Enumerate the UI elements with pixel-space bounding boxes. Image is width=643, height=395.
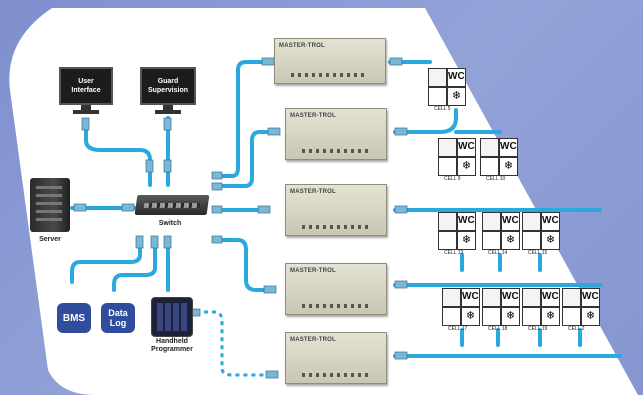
plug — [267, 127, 281, 136]
controller-title: MASTER-TROL — [279, 43, 325, 49]
wc-label: WC — [542, 215, 559, 226]
master-trol-controller: MASTER-TROL — [285, 108, 387, 160]
wc-label: WC — [458, 215, 475, 226]
plug — [265, 370, 279, 379]
wc-label: WC — [458, 141, 475, 152]
plug — [163, 117, 172, 131]
plug — [163, 235, 172, 249]
plug — [73, 203, 87, 212]
controller-title: MASTER-TROL — [290, 268, 336, 274]
cell-label: CELL 2 — [568, 326, 585, 332]
plug — [135, 235, 144, 249]
controller-terminal-strip — [302, 373, 372, 377]
plug — [211, 182, 223, 191]
bms-badge: BMS — [57, 303, 91, 333]
plug — [145, 159, 154, 173]
master-trol-controller: MASTER-TROL — [285, 332, 387, 384]
plug — [211, 235, 223, 244]
plug — [261, 57, 275, 66]
controller-title: MASTER-TROL — [290, 337, 336, 343]
master-trol-controller: MASTER-TROL — [274, 38, 386, 84]
cell-label: CELL 19 — [528, 326, 548, 332]
switch-label: Switch — [158, 220, 182, 227]
plug — [263, 285, 277, 294]
wc-label: WC — [582, 291, 599, 302]
cable-handheld-dotted — [196, 310, 272, 377]
controller-terminal-strip — [302, 225, 372, 229]
plug — [211, 171, 223, 180]
wc-label: WC — [448, 71, 465, 82]
plug — [150, 235, 159, 249]
master-trol-controller: MASTER-TROL — [285, 184, 387, 236]
cable-datalog — [112, 238, 157, 292]
plug — [163, 159, 172, 173]
cell-label: CELL 18 — [488, 326, 508, 332]
controller-terminal-strip — [302, 304, 372, 308]
plug — [394, 280, 408, 289]
wc-label: WC — [462, 291, 479, 302]
plug — [394, 205, 408, 214]
cell-label: CELL 9 — [444, 176, 461, 182]
wc-label: WC — [542, 291, 559, 302]
cable-ui — [84, 118, 152, 187]
wc-label: WC — [500, 141, 517, 152]
server-label: Server — [39, 236, 61, 243]
controller-title: MASTER-TROL — [290, 189, 336, 195]
master-trol-controller: MASTER-TROL — [285, 263, 387, 315]
controller-terminal-strip — [291, 73, 368, 77]
cable-bms — [70, 238, 142, 284]
cable-ctrl-4 — [213, 238, 274, 292]
cell-label: CELL 14 — [488, 250, 508, 256]
plug — [81, 117, 90, 131]
switch-icon — [134, 195, 210, 215]
cell-label: CELL 5 — [434, 106, 451, 112]
wc-label: WC — [502, 215, 519, 226]
handheld-programmer-icon — [151, 297, 193, 337]
controller-title: MASTER-TROL — [290, 113, 336, 119]
wc-label: WC — [502, 291, 519, 302]
cell-label: CELL 10 — [486, 176, 506, 182]
plug — [211, 205, 223, 214]
cable-ctrl-2 — [213, 130, 277, 188]
plug — [394, 127, 408, 136]
cable-cells-2 — [393, 108, 458, 134]
cell-label: CELL 15 — [528, 250, 548, 256]
cable-ctrl-1 — [213, 60, 270, 178]
controller-terminal-strip — [302, 149, 372, 153]
plug — [121, 203, 135, 212]
plug — [394, 351, 408, 360]
plug — [389, 57, 403, 66]
cell-label: CELL 13 — [444, 250, 464, 256]
cell-label: CELL 17 — [448, 326, 468, 332]
server-icon — [30, 178, 70, 232]
plug — [257, 205, 271, 214]
